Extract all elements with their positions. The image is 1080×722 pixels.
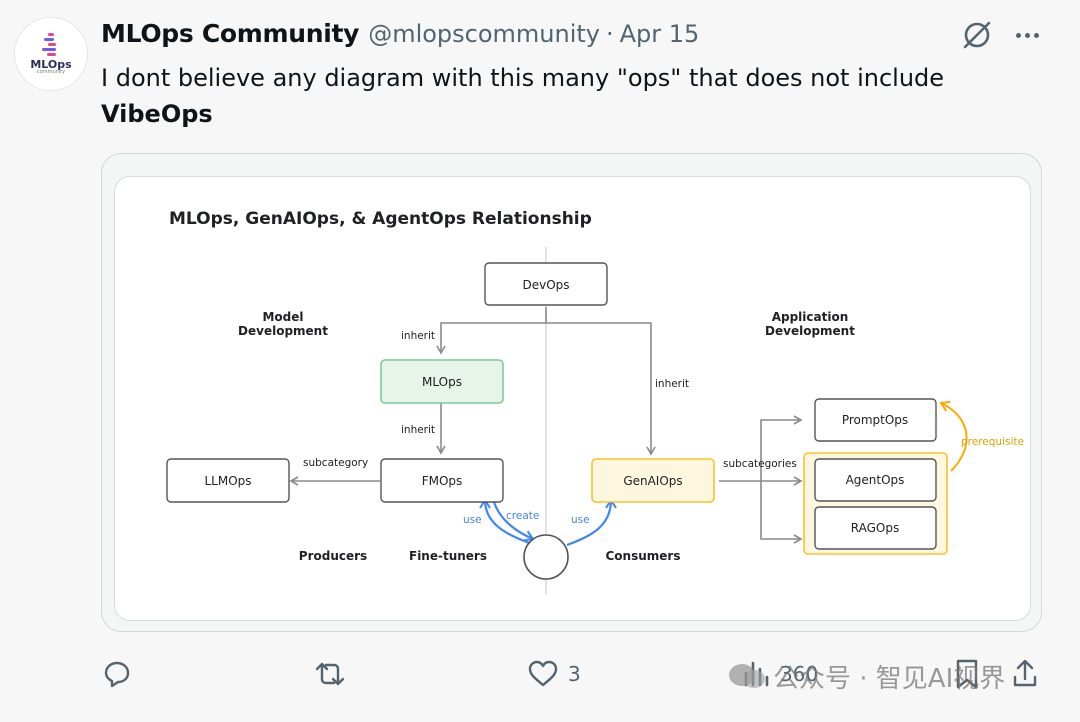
share-button[interactable]: [1010, 652, 1040, 696]
footer-consumers: Consumers: [606, 549, 681, 563]
footer-finetuners: Fine-tuners: [409, 549, 487, 563]
node-llmops: LLMOps: [166, 458, 290, 503]
node-agentops-label: AgentOps: [846, 473, 905, 487]
views-count: 360: [780, 662, 819, 686]
avatar[interactable]: MLOps community: [14, 17, 88, 91]
ops-relationship-diagram: MLOps, GenAIOps, & AgentOps Relationship…: [166, 209, 1024, 595]
wechat-icon: [729, 664, 765, 688]
model-development-heading-line1: Model: [262, 310, 303, 324]
diagram-image: MLOps, GenAIOps, & AgentOps Relationship…: [114, 176, 1031, 621]
more-options-icon[interactable]: [1010, 22, 1044, 48]
views-button[interactable]: 360: [738, 652, 818, 696]
node-genaiops: GenAIOps: [591, 458, 715, 503]
reply-icon: [104, 661, 130, 688]
tweet-header: MLOps Community @mlopscommunity · Apr 15: [101, 19, 699, 53]
grok-icon[interactable]: [960, 18, 994, 52]
bookmark-icon: [956, 659, 978, 689]
header-separator: ·: [606, 20, 614, 48]
watermark-text: 公众号 · 智见AI视界: [773, 663, 1006, 694]
node-promptops-label: PromptOps: [842, 413, 908, 427]
edge-label-prerequisite: prerequisite: [961, 436, 1024, 448]
tweet-text-line: I dont believe any diagram with this man…: [101, 64, 945, 92]
edge-label-subcategories: subcategories: [723, 458, 797, 470]
action-bar: 3 360: [100, 652, 1050, 696]
node-genaiops-label: GenAIOps: [623, 474, 682, 488]
post-date[interactable]: Apr 15: [619, 20, 700, 48]
edge-label-use-right: use: [571, 514, 590, 526]
media-card[interactable]: MLOps, GenAIOps, & AgentOps Relationship…: [101, 153, 1042, 632]
node-promptops: PromptOps: [814, 398, 937, 442]
author-name[interactable]: MLOps Community: [101, 19, 360, 48]
node-fmops: FMOps: [380, 458, 504, 503]
watermark: 公众号 · 智见AI视界: [727, 660, 1006, 694]
avatar-sub: community: [36, 69, 66, 75]
retweet-icon: [315, 662, 345, 686]
edge-label-inherit-fmops: inherit: [401, 424, 435, 436]
share-icon: [1013, 659, 1037, 687]
heart-icon: [528, 660, 558, 687]
application-development-heading-line2: Development: [765, 324, 855, 338]
node-llmops-label: LLMOps: [204, 474, 251, 488]
edge-label-inherit-mlops: inherit: [401, 330, 435, 342]
mlops-logo-icon: [38, 33, 64, 57]
node-mlops-label: MLOps: [422, 375, 462, 389]
avatar-wordmark: MLOps: [30, 58, 72, 71]
edge-label-use-left: use: [463, 514, 482, 526]
node-devops-label: DevOps: [522, 278, 569, 292]
edge-label-inherit-genaiops: inherit: [655, 378, 689, 390]
edge-label-create: create: [506, 510, 539, 522]
like-button[interactable]: 3: [526, 652, 581, 696]
footer-producers: Producers: [299, 549, 367, 563]
node-devops: DevOps: [484, 262, 608, 306]
node-ragops-label: RAGOps: [851, 521, 899, 535]
like-count: 3: [568, 662, 581, 686]
node-mlops: MLOps: [380, 359, 504, 404]
node-fmops-label: FMOps: [422, 474, 463, 488]
edge-label-subcategory: subcategory: [303, 457, 368, 469]
node-ragops: RAGOps: [814, 506, 937, 550]
model-development-heading-line2: Development: [238, 324, 328, 338]
hub-circle: [523, 534, 569, 580]
reply-button[interactable]: [100, 652, 134, 696]
diagram-title: MLOps, GenAIOps, & AgentOps Relationship: [169, 209, 592, 229]
application-development-heading-line1: Application: [772, 310, 849, 324]
author-handle[interactable]: @mlopscommunity: [368, 20, 600, 48]
tweet-text-bold: VibeOps: [101, 100, 213, 128]
retweet-button[interactable]: [312, 652, 348, 696]
node-agentops: AgentOps: [814, 458, 937, 502]
bookmark-button[interactable]: [952, 652, 982, 696]
tweet-text: I dont believe any diagram with this man…: [101, 60, 1001, 132]
